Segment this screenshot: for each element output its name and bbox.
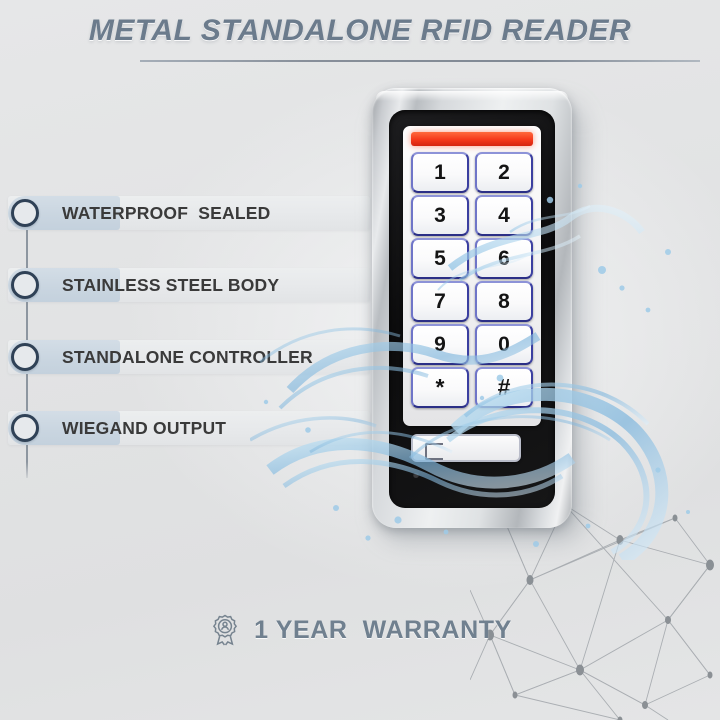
keypad-panel: 1 2 3 4 5 6 7 8: [403, 126, 541, 426]
feature-label: STAINLESS STEEL BODY: [62, 275, 280, 295]
keypad-row: * #: [411, 367, 533, 408]
device-black-faceplate: 1 2 3 4 5 6 7 8: [389, 110, 555, 508]
key-asterisk[interactable]: *: [411, 367, 469, 408]
ring-bullet-icon: [11, 343, 39, 371]
award-rosette-icon: [213, 614, 238, 646]
title-underline-divider: [140, 60, 700, 62]
feature-label: WIEGAND OUTPUT: [62, 418, 227, 438]
ring-bullet-icon: [11, 199, 39, 227]
warranty-label: 1 YEAR WARRANTY: [254, 615, 512, 644]
key-4[interactable]: 4: [475, 195, 533, 236]
key-8[interactable]: 8: [475, 281, 533, 322]
page-title-container: METAL STANDALONE RFID READER: [0, 14, 720, 48]
keypad-row: 1 2: [411, 152, 533, 193]
key-5[interactable]: 5: [411, 238, 469, 279]
key-9[interactable]: 9: [411, 324, 469, 365]
rfid-reader-device: 1 2 3 4 5 6 7 8: [372, 88, 584, 542]
tamper-sensor-hole: [413, 472, 419, 478]
keypad-row: 7 8: [411, 281, 533, 322]
key-3[interactable]: 3: [411, 195, 469, 236]
bezel-highlight: [376, 91, 568, 101]
key-7[interactable]: 7: [411, 281, 469, 322]
feature-label: STANDALONE CONTROLLER: [62, 347, 313, 367]
key-6[interactable]: 6: [475, 238, 533, 279]
key-hash[interactable]: #: [475, 367, 533, 408]
ring-bullet-icon: [11, 414, 39, 442]
key-2[interactable]: 2: [475, 152, 533, 193]
key-enter-wide[interactable]: [411, 434, 521, 462]
key-0[interactable]: 0: [475, 324, 533, 365]
keypad-row: 9 0: [411, 324, 533, 365]
status-led-bar: [411, 132, 533, 146]
keypad-row: 3 4: [411, 195, 533, 236]
key-1[interactable]: 1: [411, 152, 469, 193]
warranty-banner: 1 YEAR WARRANTY: [0, 606, 720, 654]
ring-bullet-icon: [11, 271, 39, 299]
page-title: METAL STANDALONE RFID READER: [88, 14, 632, 47]
feature-list: WATERPROOF SEALED STAINLESS STEEL BODY S…: [0, 180, 400, 478]
feature-label: WATERPROOF SEALED: [62, 203, 271, 223]
keypad-row: 5 6: [411, 238, 533, 279]
keypad-keys: 1 2 3 4 5 6 7 8: [411, 152, 533, 416]
